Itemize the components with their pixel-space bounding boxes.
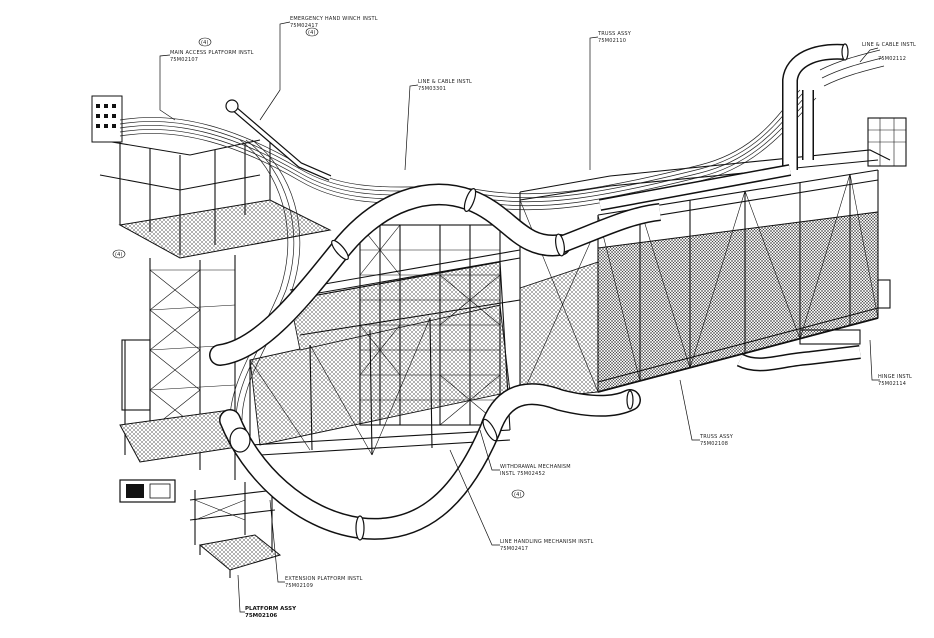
callout-number: 75M02107 (170, 57, 198, 63)
callout-number: 75M02108 (700, 441, 728, 447)
circled-mark: (4) (198, 37, 212, 47)
callout-number: 75M02110 (598, 38, 626, 44)
control-panel-box (91, 95, 123, 143)
circled-mark: (4) (112, 249, 126, 259)
callout-number: 75M02417 (500, 546, 528, 552)
circled-mark: (4) (511, 489, 525, 499)
callout-truss-assy: TRUSS ASSY 75M02108 (699, 434, 734, 447)
callout-text: MAIN ACCESS PLATFORM INSTL (170, 50, 254, 56)
callout-number: 75M02106 (245, 613, 277, 619)
callout-text: WITHDRAWAL MECHANISM (500, 464, 571, 470)
callout-emergency-hand-winch: EMERGENCY HAND WINCH INSTL 75M02417 (290, 16, 378, 29)
callout-text: LINE & CABLE INSTL (862, 42, 916, 48)
circled-marks: (4) (4) (4) (4) (112, 27, 525, 499)
platform-assy-deck (198, 534, 282, 571)
central-truss-frame (249, 224, 521, 456)
callout-number: INSTL 75M02452 (500, 471, 545, 477)
callout-text: PLATFORM ASSY (245, 606, 297, 612)
callout-text: EMERGENCY HAND WINCH INSTL (290, 16, 378, 22)
main-access-platform-deck (118, 199, 332, 259)
callout-hinge-installation: HINGE INSTL 75M02114 (878, 374, 912, 387)
callout-number: 75M03301 (418, 86, 446, 92)
circled-mark-text: (4) (308, 30, 316, 36)
callout-text: TRUSS ASSY (597, 31, 632, 37)
callout-number: 75M02109 (285, 583, 313, 589)
callout-text: EXTENSION PLATFORM INSTL (285, 576, 363, 582)
circled-mark-text: (4) (514, 492, 522, 498)
callouts: MAIN ACCESS PLATFORM INSTL 75M02107 EMER… (170, 16, 916, 619)
callout-main-access-platform: MAIN ACCESS PLATFORM INSTL 75M02107 (170, 50, 254, 63)
callout-text: LINE HANDLING MECHANISM INSTL (500, 539, 593, 545)
callout-number: 75M02417 (290, 23, 318, 29)
right-truss-lower-mesh (519, 261, 599, 401)
circled-mark-text: (4) (115, 252, 123, 258)
callout-number: 75M02114 (878, 381, 906, 387)
circled-mark-text: (4) (201, 40, 209, 46)
callout-top-right: LINE & CABLE INSTL 75M02112 (862, 42, 916, 62)
left-access-tower (91, 95, 332, 578)
callout-withdrawal-mechanism: WITHDRAWAL MECHANISM INSTL 75M02452 (500, 464, 571, 477)
callout-line-handling-mechanism: LINE HANDLING MECHANISM INSTL 75M02417 (500, 539, 593, 552)
right-truss-assembly (519, 117, 907, 401)
callout-top-truss: TRUSS ASSY 75M02110 (597, 31, 632, 44)
callout-line-installation: LINE & CABLE INSTL 75M03301 (418, 79, 472, 92)
main-pipe-runs (209, 43, 861, 541)
callout-text: TRUSS ASSY (699, 434, 734, 440)
circled-mark: (4) (305, 27, 319, 37)
callout-text: HINGE INSTL (878, 374, 912, 380)
callout-platform-assy: PLATFORM ASSY 75M02106 (245, 606, 297, 619)
callout-number: 75M02112 (878, 56, 906, 62)
leader-lines (159, 21, 880, 613)
callout-extension-platform: EXTENSION PLATFORM INSTL 75M02109 (285, 576, 363, 589)
callout-text: LINE & CABLE INSTL (418, 79, 472, 85)
